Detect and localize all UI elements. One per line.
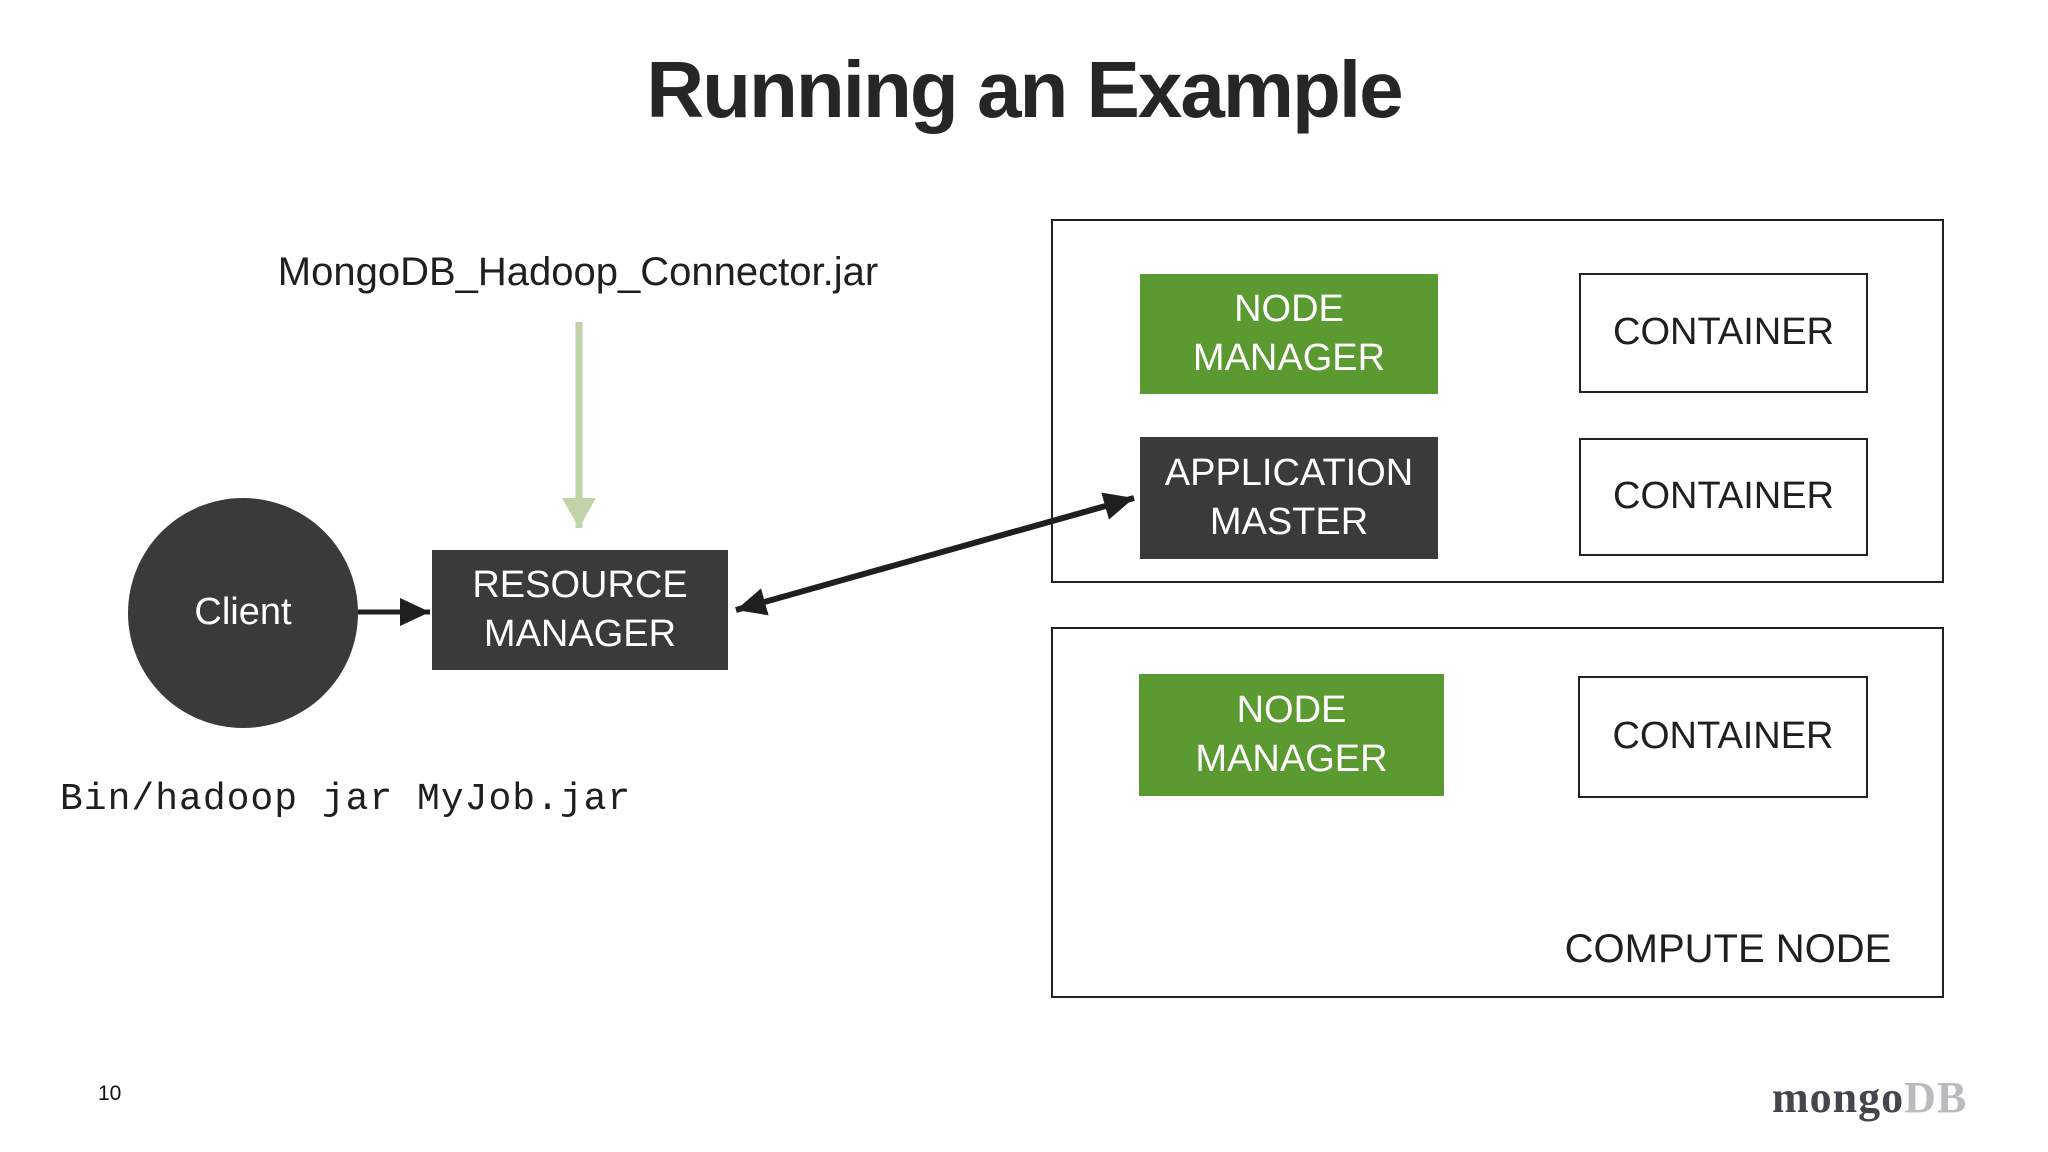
application-master-box: APPLICATION MASTER	[1140, 437, 1438, 559]
container-label: CONTAINER	[1613, 475, 1834, 518]
container-label: CONTAINER	[1612, 715, 1834, 758]
compute-node-top-box: NODE MANAGER CONTAINER APPLICATION MASTE…	[1051, 219, 1944, 583]
application-master-label: APPLICATION MASTER	[1164, 451, 1414, 543]
hadoop-command-text: Bin/hadoop jar MyJob.jar	[60, 778, 632, 821]
mongodb-logo-db-text: DB	[1904, 1073, 1968, 1122]
resource-manager-label: RESOURCE MANAGER	[472, 563, 688, 655]
mongodb-logo: mongoDB	[1772, 1072, 1967, 1123]
page-number: 10	[98, 1082, 122, 1105]
connector-jar-label: MongoDB_Hadoop_Connector.jar	[277, 250, 879, 294]
resource-manager-box: RESOURCE MANAGER	[432, 550, 728, 670]
container-box: CONTAINER	[1579, 273, 1868, 393]
container-box: CONTAINER	[1578, 676, 1868, 798]
client-label: Client	[194, 591, 292, 634]
container-label: CONTAINER	[1613, 311, 1834, 354]
node-manager-label: NODE MANAGER	[1192, 287, 1386, 379]
container-box: CONTAINER	[1579, 438, 1868, 556]
page-title: Running an Example	[646, 45, 1403, 134]
node-manager-box-bottom: NODE MANAGER	[1139, 674, 1444, 796]
compute-node-label: COMPUTE NODE	[1564, 927, 1892, 971]
node-manager-label: NODE MANAGER	[1195, 688, 1388, 780]
client-node: Client	[128, 498, 358, 728]
compute-node-bottom-box: NODE MANAGER CONTAINER COMPUTE NODE	[1051, 627, 1944, 998]
node-manager-box-top: NODE MANAGER	[1140, 274, 1438, 394]
mongodb-logo-mongo-text: mongo	[1772, 1073, 1905, 1122]
